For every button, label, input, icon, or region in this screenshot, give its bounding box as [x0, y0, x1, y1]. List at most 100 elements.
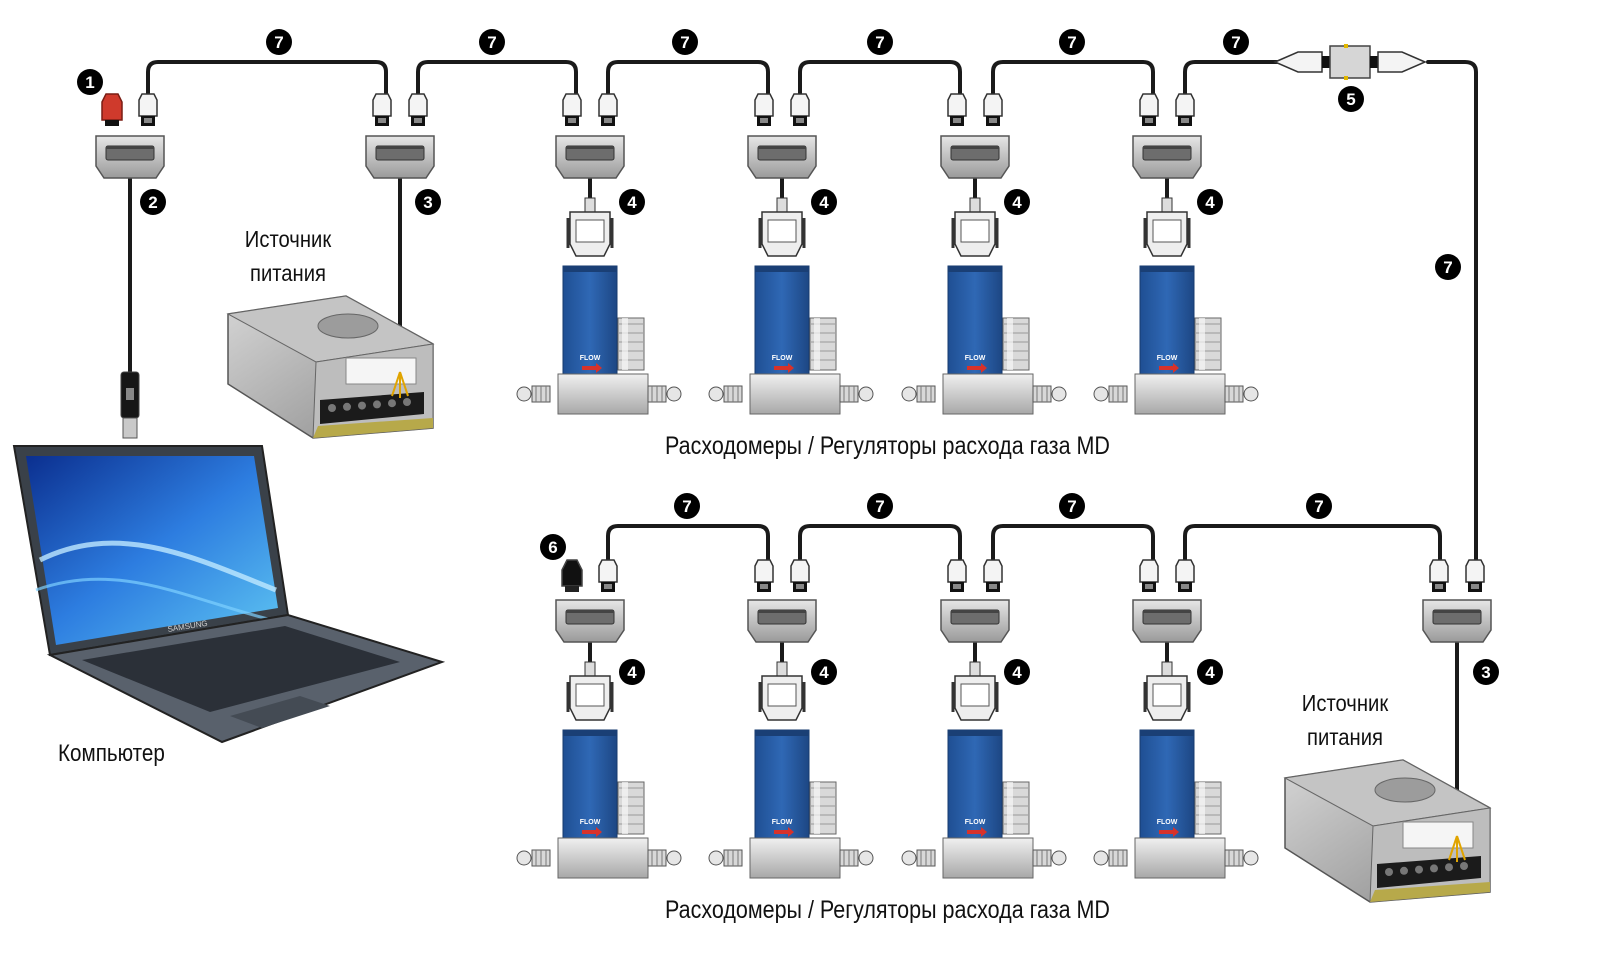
- flow-arrow-icon: [774, 827, 794, 837]
- valve-highlight: [1007, 318, 1013, 370]
- db9-screw: [969, 661, 981, 677]
- db9-screw: [584, 661, 596, 677]
- hub-window-shade: [106, 146, 154, 149]
- laptop-computer: SAMSUNG: [12, 445, 446, 744]
- marker-circle: [1306, 493, 1332, 519]
- plug-contacts: [1471, 584, 1479, 589]
- mfc-top-band: [1140, 266, 1194, 272]
- inline-coupler: [1273, 44, 1427, 80]
- splitter-hub: [1132, 599, 1202, 643]
- marker-3: 3: [1473, 659, 1499, 685]
- marker-number: 2: [148, 193, 157, 212]
- fitting-end: [1093, 850, 1109, 866]
- coupler-jack-left: [1322, 56, 1330, 68]
- db9-face: [1152, 219, 1182, 243]
- marker-7: 7: [479, 29, 505, 55]
- marker-number: 7: [875, 33, 884, 52]
- power-supply-label-line: Источник: [1301, 690, 1389, 716]
- plug-body: [565, 586, 579, 592]
- mfc-top-band: [948, 730, 1002, 736]
- plug-contacts: [760, 118, 768, 123]
- mfc-top-band: [948, 266, 1002, 272]
- fitting-end: [516, 850, 532, 866]
- db9-screw: [776, 197, 788, 213]
- db9-connector: [951, 661, 999, 721]
- psu-terminal-screw: [358, 401, 366, 410]
- db9-connector: [566, 661, 614, 721]
- power-supply-label-bottom: Источник питания: [1292, 686, 1398, 754]
- marker-1: 1: [77, 69, 103, 95]
- flow-label: FLOW: [772, 819, 793, 826]
- mass-flow-controller: FLOW: [708, 729, 874, 879]
- db9-screw: [969, 197, 981, 213]
- bus-cable: [1183, 60, 1280, 96]
- db9-face: [1152, 683, 1182, 707]
- valve-highlight: [1199, 782, 1205, 834]
- plug-contacts: [953, 118, 961, 123]
- fitting-end: [858, 850, 874, 866]
- row-caption-top: Расходомеры / Регуляторы расхода газа MD: [665, 432, 1110, 460]
- fitting-end: [901, 386, 917, 402]
- valve-cylinder: [809, 781, 837, 835]
- rj45-plug: [408, 93, 428, 126]
- flow-label: FLOW: [580, 819, 601, 826]
- psu-pcb-edge: [1370, 882, 1490, 902]
- bus-cable: [1183, 524, 1442, 562]
- plug-body: [105, 120, 119, 126]
- hub-window-shade: [1143, 610, 1191, 613]
- db9-screw: [1161, 197, 1173, 213]
- plug-boot: [1139, 559, 1159, 583]
- terminator-black-plug: [561, 559, 583, 592]
- marker-circle: [1338, 86, 1364, 112]
- rj45-plug: [598, 93, 618, 126]
- plug-boot: [138, 93, 158, 117]
- coupler-body: [1329, 45, 1371, 79]
- rj45-plug: [983, 93, 1003, 126]
- marker-4: 4: [1197, 659, 1223, 685]
- marker-4: 4: [1004, 189, 1030, 215]
- power-supply-label-line: питания: [1306, 724, 1384, 750]
- plug-boot: [754, 559, 774, 583]
- marker-number: 4: [627, 663, 637, 682]
- valve-highlight: [814, 782, 820, 834]
- mfc-base: [942, 373, 1034, 415]
- red-plug-body: [101, 93, 123, 121]
- black-plug-body: [561, 559, 583, 587]
- marker-3: 3: [415, 189, 441, 215]
- marker-4: 4: [619, 189, 645, 215]
- flow-label: FLOW: [772, 355, 793, 362]
- marker-number: 6: [548, 538, 557, 557]
- flow-arrow-icon: [1159, 827, 1179, 837]
- psu-terminal-screw: [388, 399, 396, 408]
- laptop-touchpad: [230, 696, 330, 728]
- power-supply-label-top: Источник питания: [235, 222, 341, 290]
- flow-label: FLOW: [580, 355, 601, 362]
- rj45-plug: [1175, 93, 1195, 126]
- flow-arrow-icon: [967, 827, 987, 837]
- power-supply-top: [226, 295, 435, 439]
- hub-window-shade: [951, 610, 999, 613]
- psu-terminal-screw: [1430, 864, 1438, 873]
- marker-number: 7: [1314, 497, 1323, 516]
- plug-contacts: [953, 584, 961, 589]
- rj45-plug: [754, 559, 774, 592]
- marker-7: 7: [1059, 29, 1085, 55]
- plug-boot: [372, 93, 392, 117]
- plug-contacts: [760, 584, 768, 589]
- plug-contacts: [1145, 118, 1153, 123]
- valve-cylinder: [1002, 317, 1030, 371]
- hub-window-shade: [758, 146, 806, 149]
- splitter-hub: [365, 135, 435, 179]
- plug-boot: [790, 93, 810, 117]
- psu-terminal-screw: [1415, 865, 1423, 874]
- flow-label: FLOW: [1157, 355, 1178, 362]
- plug-boot: [1175, 559, 1195, 583]
- flow-arrow-icon: [582, 827, 602, 837]
- flow-label: FLOW: [965, 819, 986, 826]
- plug-contacts: [796, 118, 804, 123]
- valve-highlight: [814, 318, 820, 370]
- mfc-base: [1134, 373, 1226, 415]
- db9-screw: [776, 661, 788, 677]
- db9-face: [767, 219, 797, 243]
